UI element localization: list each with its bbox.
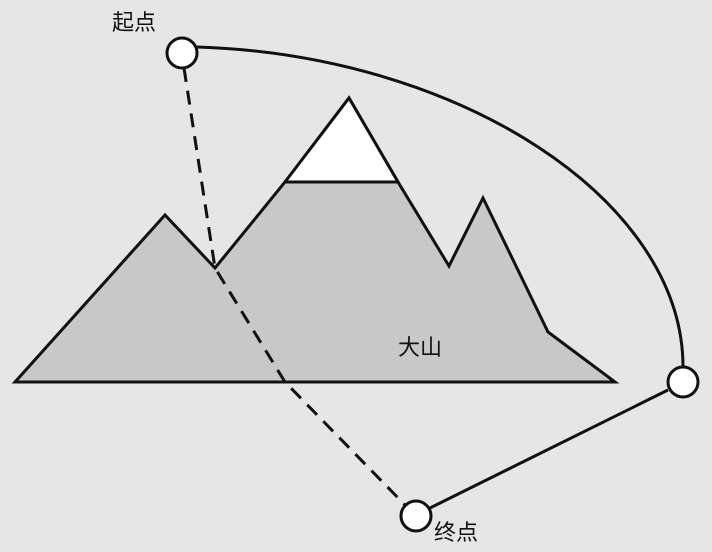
mountain-label: 大山	[398, 336, 442, 361]
start-label: 起点	[112, 11, 156, 36]
dashed-route	[182, 67, 407, 507]
start-point	[165, 36, 199, 70]
snow-cap	[281, 95, 401, 184]
end-point	[399, 499, 433, 533]
straight-route	[429, 388, 669, 510]
waypoint	[666, 365, 700, 399]
end-label: 终点	[434, 521, 478, 546]
arc-route	[196, 45, 685, 368]
